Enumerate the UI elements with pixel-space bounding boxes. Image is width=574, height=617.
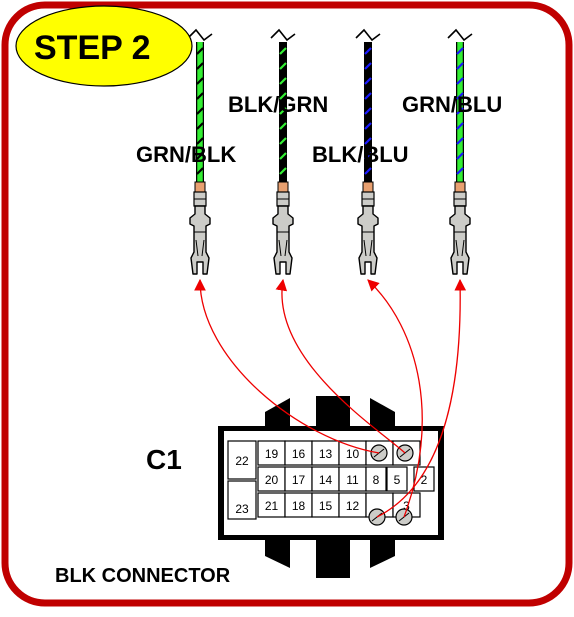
cavity-number: 17 <box>292 473 306 487</box>
cavity-number: 19 <box>265 447 279 461</box>
cavity-number: 22 <box>235 454 249 468</box>
wire-blk-grn <box>270 28 296 182</box>
cavity-grid: 222319161310120171411852211815123 <box>227 440 435 526</box>
wires-layer <box>187 28 473 182</box>
cavity-number: 12 <box>346 499 360 513</box>
wire-grn-blu <box>447 28 473 182</box>
cavity-number: 18 <box>292 499 306 513</box>
wire-cut-mark <box>270 28 296 42</box>
wire-grn-blk <box>187 28 213 182</box>
wire-labels: GRN/BLK BLK/GRN BLK/BLU GRN/BLU <box>136 92 502 167</box>
wire-blk-blu <box>355 28 381 182</box>
connection-arrow-blk-grn <box>275 278 406 454</box>
cavity-number: 2 <box>421 473 428 487</box>
cavity-number: 11 <box>346 473 359 487</box>
step-badge: STEP 2 <box>15 5 193 87</box>
wire-cut-mark <box>447 28 473 42</box>
cavity-number: 15 <box>319 499 333 513</box>
connector-caption: BLK CONNECTOR <box>55 565 231 587</box>
cavity-number: 20 <box>265 473 279 487</box>
step-label: STEP 2 <box>34 29 151 67</box>
cavity-number: 23 <box>235 502 249 516</box>
wire-label-blk-blu: BLK/BLU <box>312 142 409 167</box>
cavity-number: 21 <box>265 499 279 513</box>
connection-arrow-grn-blu <box>376 278 467 518</box>
wire-cut-mark <box>187 28 213 42</box>
connection-arrow-blk-blu <box>367 279 423 518</box>
connection-arrows <box>194 278 467 518</box>
cavity-number: 13 <box>319 447 333 461</box>
cavity-number: 5 <box>394 473 401 487</box>
connection-arrow-grn-blk <box>194 278 380 454</box>
cavity-number: 16 <box>292 447 306 461</box>
cavity-number: 14 <box>319 473 333 487</box>
cavity-number: 8 <box>373 473 380 487</box>
wire-label-blk-grn: BLK/GRN <box>228 92 328 117</box>
connector-id-label: C1 <box>146 444 182 475</box>
wire-label-grn-blk: GRN/BLK <box>136 142 236 167</box>
wire-label-grn-blu: GRN/BLU <box>402 92 502 117</box>
cavity-number: 3 <box>403 499 410 513</box>
wire-cut-mark <box>355 28 381 42</box>
cavity-number: 10 <box>346 447 360 461</box>
